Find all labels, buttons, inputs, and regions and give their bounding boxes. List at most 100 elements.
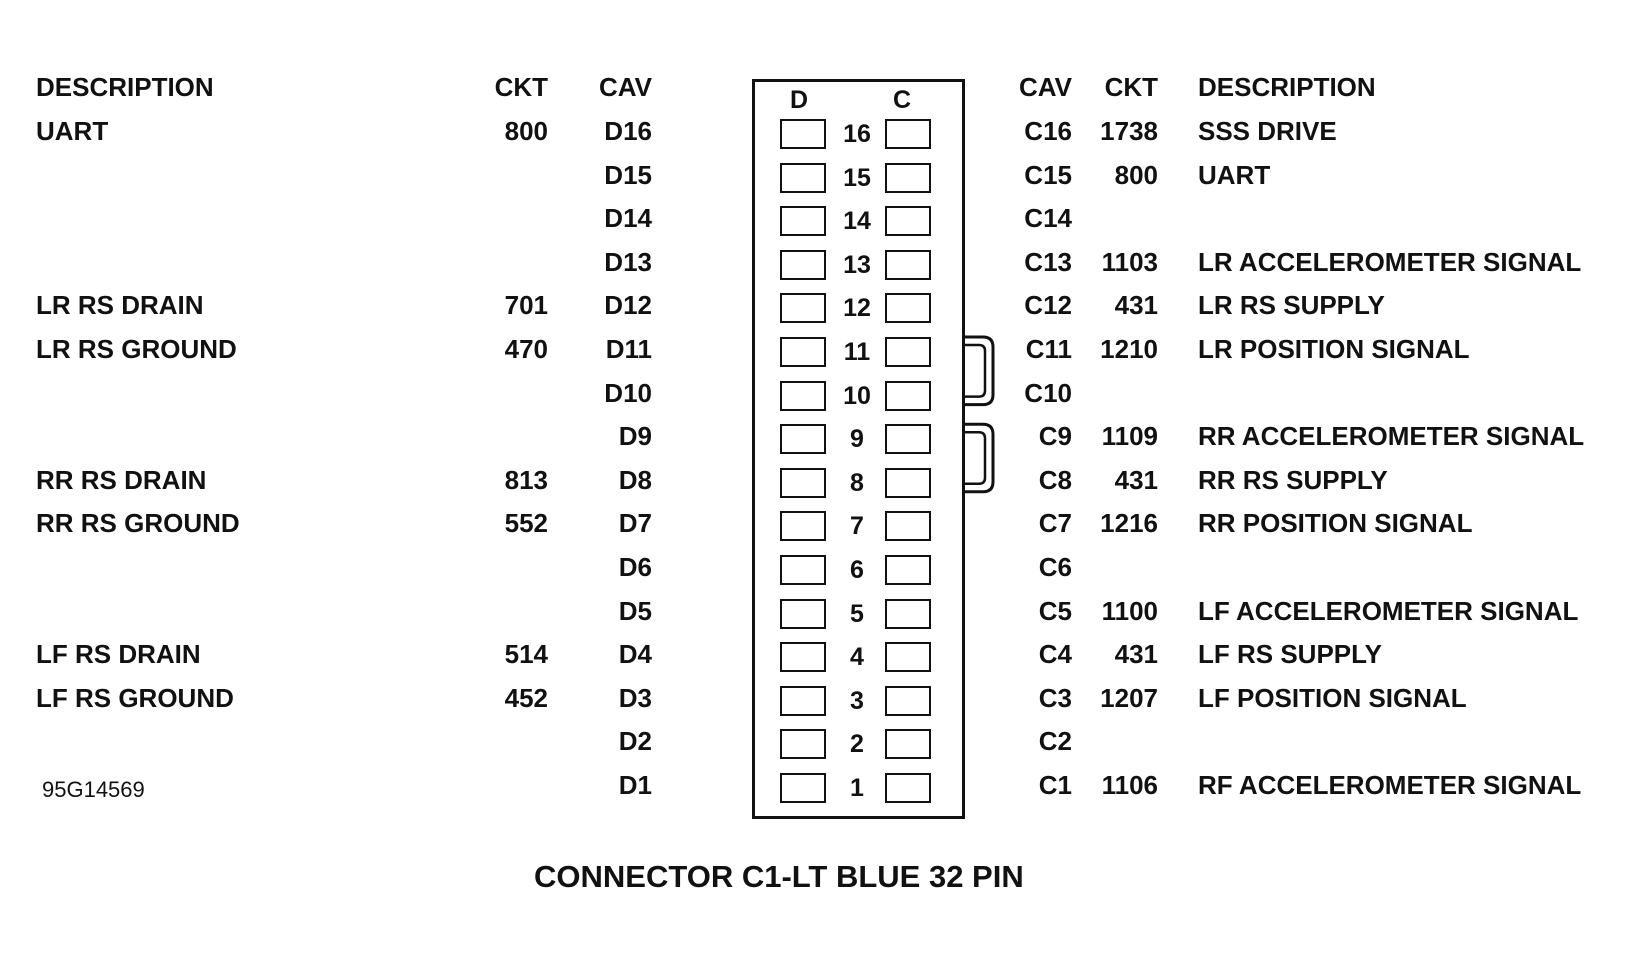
pin-c-cavity: [885, 119, 931, 149]
pin-d-cavity: [780, 467, 826, 498]
pin-c-cavity: [885, 598, 931, 629]
pin-d-cavity: [780, 206, 826, 237]
side-c-label: C: [893, 86, 912, 114]
pin-c-cavity: [885, 555, 931, 585]
right-ckt: 431: [1114, 464, 1158, 495]
right-ckt: 431: [1114, 639, 1158, 670]
left-cav: D15: [604, 159, 652, 190]
left-ckt: 813: [504, 464, 548, 495]
right-cav: C16: [1024, 116, 1072, 146]
left-cav-header: CAV: [599, 72, 652, 102]
pin-number: 11: [843, 338, 871, 366]
right-cav: C7: [1038, 508, 1072, 539]
pin-number: 1: [850, 774, 864, 802]
right-cav: C4: [1038, 639, 1072, 670]
pin-d-cavity: [780, 337, 826, 367]
left-cav: D9: [618, 421, 652, 452]
figure-id: 95G14569: [42, 777, 145, 802]
left-description: RR RS DRAIN: [36, 464, 207, 495]
pin-c-cavity: [885, 511, 931, 542]
pin-number: 3: [850, 686, 864, 715]
right-cav: C1: [1038, 770, 1072, 800]
pin-d-cavity: [780, 555, 826, 585]
pin-c-cavity: [885, 729, 931, 760]
pin-number: 13: [843, 250, 871, 279]
left-cav: D16: [604, 116, 652, 146]
left-ckt: 800: [504, 116, 548, 146]
right-ckt: 1207: [1100, 682, 1158, 713]
pin-d-cavity: [780, 162, 826, 193]
right-description-header: DESCRIPTION: [1198, 72, 1376, 102]
left-cav: D8: [618, 464, 652, 495]
right-description: RF ACCELEROMETER SIGNAL: [1198, 770, 1582, 800]
left-cav: D11: [605, 334, 652, 364]
pin-c-cavity: [885, 337, 931, 367]
jumper-loop-inner: [965, 343, 987, 398]
left-cav: D10: [604, 377, 652, 408]
left-cav: D6: [618, 552, 652, 582]
left-ckt-header: CKT: [494, 72, 548, 102]
pin-c-cavity: [885, 380, 931, 411]
left-cav: D4: [618, 639, 652, 670]
connector-caption: CONNECTOR C1-LT BLUE 32 PIN: [534, 859, 1024, 894]
right-ckt: 1738: [1100, 116, 1158, 146]
pin-d-cavity: [780, 424, 826, 455]
right-cav: C6: [1038, 552, 1072, 582]
right-description: RR RS SUPPLY: [1198, 464, 1388, 495]
left-description-header: DESCRIPTION: [36, 72, 214, 102]
left-description: LR RS GROUND: [36, 334, 237, 364]
pin-d-cavity: [780, 380, 826, 411]
pin-d-cavity: [780, 293, 826, 324]
right-description: RR ACCELEROMETER SIGNAL: [1198, 421, 1585, 452]
left-cav: D2: [618, 726, 652, 757]
left-cav: D1: [618, 770, 652, 800]
left-description: LF RS DRAIN: [36, 639, 201, 670]
right-ckt: 1109: [1101, 421, 1158, 452]
right-ckt: 800: [1114, 159, 1158, 190]
left-description: LF RS GROUND: [36, 682, 234, 713]
jumper-loop: [965, 335, 995, 407]
pin-c-cavity: [885, 685, 931, 716]
right-description: LR RS SUPPLY: [1198, 290, 1385, 321]
pin-d-cavity: [780, 642, 826, 673]
pin-number: 14: [843, 207, 871, 236]
pin-c-cavity: [885, 293, 931, 324]
right-description: RR POSITION SIGNAL: [1198, 508, 1473, 539]
right-ckt: 1106: [1101, 770, 1158, 800]
left-ckt: 514: [504, 639, 548, 670]
right-ckt: 1210: [1100, 334, 1158, 364]
pin-c-cavity: [885, 773, 931, 803]
right-cav: C11: [1025, 334, 1072, 364]
pin-number: 12: [843, 294, 871, 323]
right-cav: C15: [1024, 159, 1072, 190]
left-cav: D5: [618, 595, 652, 626]
left-ckt: 552: [504, 508, 548, 539]
pin-d-cavity: [780, 249, 826, 280]
right-cav: C9: [1038, 421, 1072, 452]
right-cav: C13: [1024, 246, 1072, 277]
pin-c-cavity: [885, 642, 931, 673]
right-cav: C2: [1038, 726, 1072, 757]
pin-number: 7: [850, 512, 864, 541]
jumper-loop-inner: [965, 430, 987, 486]
pin-d-cavity: [780, 773, 826, 803]
pin-d-cavity: [780, 119, 826, 149]
right-cav: C5: [1038, 595, 1072, 626]
left-description: LR RS DRAIN: [36, 290, 204, 321]
left-description: RR RS GROUND: [36, 508, 240, 539]
pin-d-cavity: [780, 729, 826, 760]
left-cav: D3: [618, 682, 652, 713]
right-description: UART: [1198, 159, 1271, 190]
left-ckt: 470: [504, 334, 548, 364]
right-cav: C10: [1024, 377, 1072, 408]
pin-c-cavity: [885, 424, 931, 455]
right-description: LF POSITION SIGNAL: [1198, 682, 1467, 713]
left-ckt: 701: [504, 290, 548, 321]
pin-d-cavity: [780, 511, 826, 542]
left-cav: D12: [604, 290, 652, 321]
right-description: LR ACCELEROMETER SIGNAL: [1198, 246, 1582, 277]
right-ckt: 1100: [1101, 595, 1158, 626]
pin-d-cavity: [780, 685, 826, 716]
right-description: SSS DRIVE: [1198, 116, 1337, 146]
